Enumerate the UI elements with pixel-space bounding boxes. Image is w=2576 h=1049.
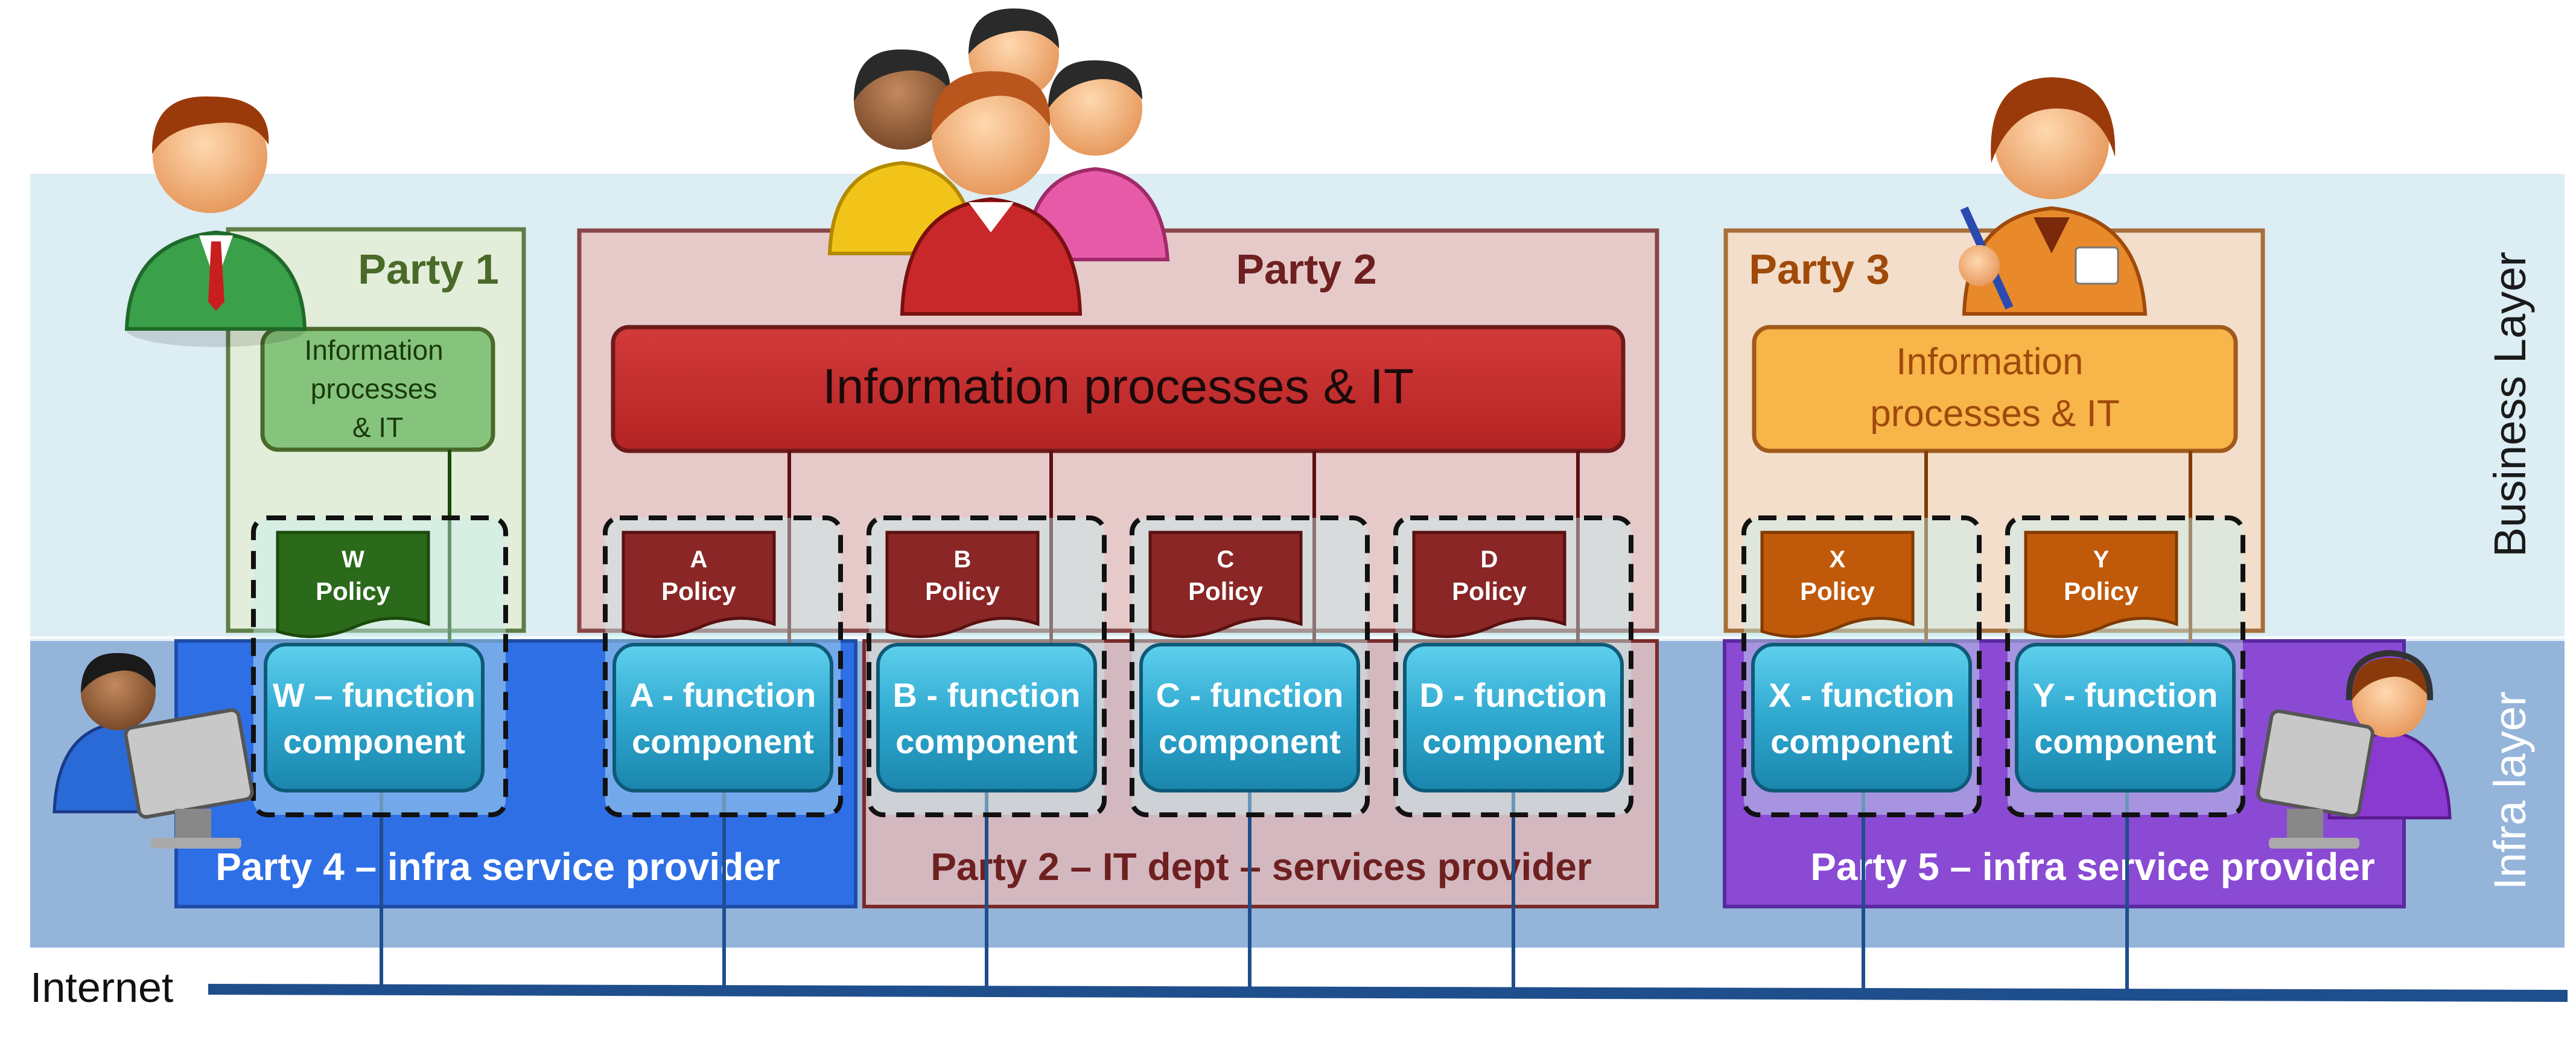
party2-process-label: Information processes & IT [822, 359, 1414, 414]
party2-process-box: Information processes & IT [611, 325, 1626, 453]
business-layer-label: Business Layer [2485, 252, 2535, 557]
party1-process-line3: & IT [352, 412, 403, 443]
policy-letter-x: X [1830, 546, 1846, 573]
function-modules: W Policy W – function component A Policy A - f… [251, 515, 2245, 817]
party4-title: Party 4 – infra service provider [215, 845, 780, 888]
policy-letter-b: B [954, 546, 972, 573]
connector-lines [380, 450, 2192, 990]
party3-process-box: Information processes & IT [1752, 325, 2238, 453]
module-c: C Policy C - function component [1130, 515, 1370, 817]
party3-person-icon [1959, 77, 2148, 316]
party2-group-icon [827, 8, 1170, 316]
component-label-line1-a: A - function [630, 676, 816, 714]
policy-document-b [885, 531, 1040, 639]
internet-line [208, 984, 2568, 1002]
party3-process-line2: processes & IT [1870, 393, 2119, 435]
policy-document-d [1412, 531, 1566, 639]
policy-letter-a: A [690, 546, 708, 573]
policy-document-y [2024, 531, 2178, 639]
party1-process-box: Information processes & IT [260, 327, 495, 452]
component-label-line1-w: W – function [273, 676, 475, 714]
infra-layer-label: Infra layer [2485, 691, 2535, 890]
policy-letter-c: C [1217, 546, 1235, 573]
policy-word-b: Policy [925, 577, 1000, 605]
component-label-line2-c: component [1159, 722, 1341, 760]
component-label-line2-a: component [632, 722, 814, 760]
party1-title: Party 1 [358, 246, 498, 293]
component-label-line1-d: D - function [1419, 676, 1607, 714]
component-label-line2-b: component [895, 722, 1078, 760]
party2-title: Party 2 [1236, 246, 1376, 293]
component-label-line2-x: component [1770, 722, 1953, 760]
policy-document-c [1148, 531, 1303, 639]
policy-word-d: Policy [1452, 577, 1527, 605]
function-component-x [1751, 643, 1972, 792]
module-a: A Policy A - function component [603, 515, 843, 817]
party3-title: Party 3 [1749, 246, 1889, 293]
party5-title: Party 5 – infra service provider [1810, 845, 2375, 888]
policy-word-y: Policy [2064, 577, 2139, 605]
svg-text:Information processes &: Information processes & IT [1870, 341, 2119, 435]
module-d: D Policy D - function component [1393, 515, 1633, 817]
party1-person-icon [124, 96, 307, 347]
policy-word-a: Policy [661, 577, 736, 605]
module-b: B Policy B - function component [867, 515, 1107, 817]
party1-process-line2: processes [311, 373, 437, 404]
module-w: W Policy W – function component [251, 515, 508, 817]
component-label-line1-b: B - function [892, 676, 1080, 714]
function-component-w [264, 643, 485, 792]
policy-document-w [276, 531, 430, 639]
function-component-c [1139, 643, 1360, 792]
function-component-d [1403, 643, 1624, 792]
module-x: X Policy X - function component [1741, 515, 1982, 817]
party5-operator-icon [2256, 649, 2452, 849]
policy-document-a [622, 531, 776, 639]
function-component-y [2015, 643, 2236, 792]
component-label-line2-w: component [283, 722, 465, 760]
policy-word-c: Policy [1188, 577, 1263, 605]
component-label-line1-c: C - function [1156, 676, 1343, 714]
function-component-b [876, 643, 1097, 792]
module-y: Y Policy Y - function component [2005, 515, 2245, 817]
party4-operator-icon [52, 652, 254, 849]
component-label-line2-d: component [1422, 722, 1604, 760]
component-label-line1-x: X - function [1769, 676, 1954, 714]
party3-process-line1: Information [1896, 341, 2083, 383]
policy-word-x: Policy [1800, 577, 1875, 605]
policy-word-w: Policy [316, 577, 390, 605]
internet-label: Internet [30, 964, 173, 1011]
component-label-line1-y: Y - function [2033, 676, 2218, 714]
policy-letter-d: D [1481, 546, 1498, 573]
component-label-line2-y: component [2034, 722, 2216, 760]
party1-process-line1: Information [305, 334, 444, 366]
policy-letter-y: Y [2093, 546, 2110, 573]
svg-text:Information processes: Information processes & IT [305, 334, 451, 443]
policy-document-x [1760, 531, 1915, 639]
policy-letter-w: W [342, 546, 364, 573]
party2-it-title: Party 2 – IT dept – services provider [930, 845, 1592, 888]
function-component-a [612, 643, 833, 792]
